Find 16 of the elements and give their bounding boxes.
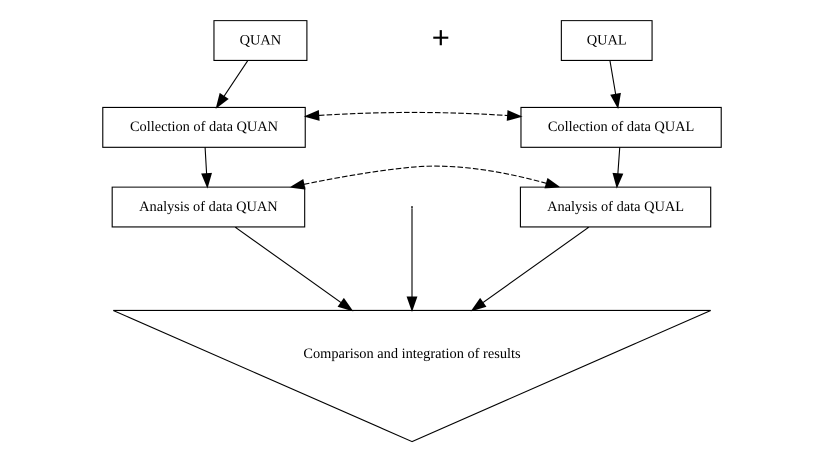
node-box: Analysis of data QUAL	[519, 186, 711, 227]
arrow	[470, 226, 589, 311]
arrow	[612, 147, 623, 188]
node-box: QUAN	[212, 20, 307, 60]
arrow	[215, 60, 248, 108]
node-box: Collection of data QUAN	[102, 106, 306, 148]
arrow	[608, 60, 620, 109]
arrow	[406, 208, 417, 312]
arrow	[288, 165, 560, 190]
node-box: QUAL	[560, 20, 652, 60]
node-box: Analysis of data QUAN	[111, 186, 305, 227]
node-box: Collection of data QUAL	[520, 106, 722, 148]
label: +	[431, 20, 450, 55]
arrow	[234, 226, 353, 311]
arrow	[200, 147, 212, 188]
arrow	[303, 110, 522, 120]
